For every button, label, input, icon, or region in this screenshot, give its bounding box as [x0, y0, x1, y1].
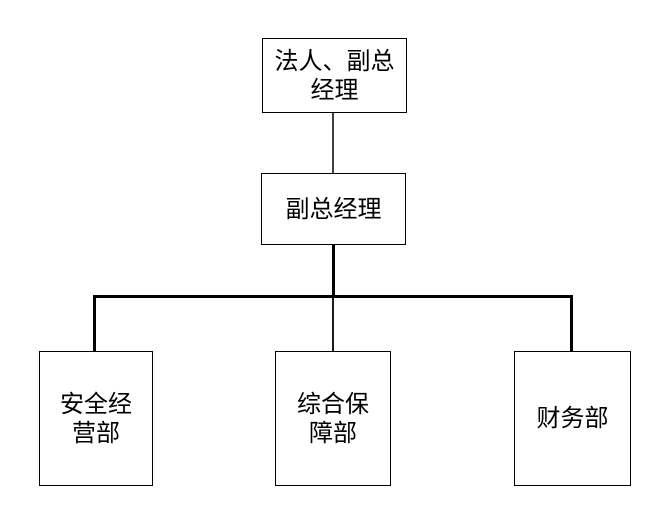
org-node-label: 副总经理 [285, 195, 382, 223]
org-node-finance-dept: 财务部 [514, 351, 631, 486]
org-node-deputy-general-manager: 副总经理 [261, 173, 406, 245]
org-node-label: 综合保 障部 [297, 390, 369, 447]
org-node-label: 法人、副总 经理 [274, 47, 395, 104]
connector-drop-dept1 [93, 295, 96, 351]
org-node-label: 安全经 营部 [60, 390, 132, 447]
org-node-comprehensive-support-dept: 综合保 障部 [275, 351, 391, 486]
connector-root-to-deputy [332, 113, 334, 173]
connector-drop-dept2 [332, 298, 334, 351]
connector-horizontal-bus [93, 295, 573, 298]
org-node-label: 财务部 [536, 405, 609, 432]
org-node-safety-operations-dept: 安全经 营部 [39, 351, 153, 486]
connector-deputy-stub [332, 245, 335, 296]
org-node-legal-person-deputy-gm: 法人、副总 经理 [262, 38, 407, 113]
connector-drop-dept3 [570, 295, 573, 351]
